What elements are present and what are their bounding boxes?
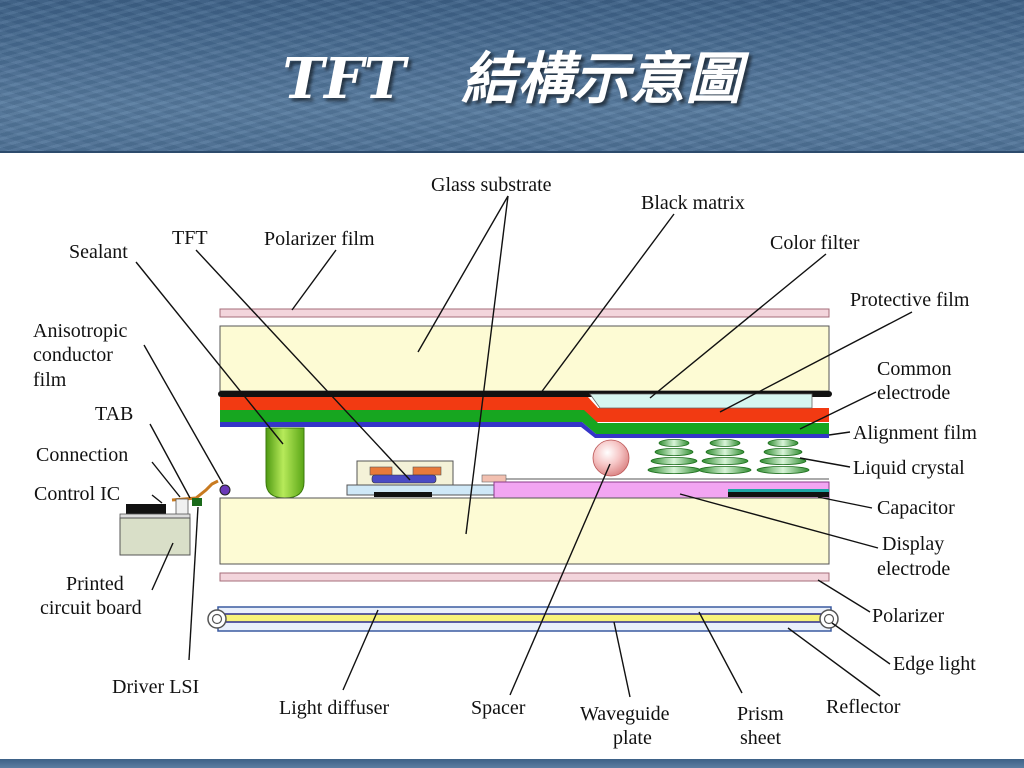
label-capacitor: Capacitor xyxy=(877,497,955,519)
capacitor-block xyxy=(728,490,829,497)
label-driver-lsi: Driver LSI xyxy=(112,676,199,698)
label-display-electrode-2: electrode xyxy=(877,558,950,580)
label-liquid-crystal: Liquid crystal xyxy=(853,457,965,479)
liquid-crystal-molecule xyxy=(756,465,810,474)
label-display-electrode-1: Display xyxy=(882,533,944,555)
label-connection: Connection xyxy=(36,444,128,466)
label-light-diffuser: Light diffuser xyxy=(279,697,390,719)
label-edge-light: Edge light xyxy=(893,653,976,675)
label-common-electrode-1: Common xyxy=(877,358,951,380)
label-waveguide-plate-2: plate xyxy=(613,727,652,749)
tab-strip xyxy=(171,479,219,502)
liquid-crystal-stack xyxy=(698,438,752,474)
label-anisotropic-1: Anisotropic xyxy=(33,320,128,342)
label-protective-film: Protective film xyxy=(850,289,970,311)
label-prism-sheet-1: Prism xyxy=(737,703,784,725)
label-prism-sheet-2: sheet xyxy=(740,727,782,749)
anisotropic-conductor-dot xyxy=(219,484,231,496)
liquid-crystal-molecule xyxy=(759,456,807,465)
liquid-crystal-molecule xyxy=(658,438,690,447)
label-spacer: Spacer xyxy=(471,697,526,719)
label-reflector: Reflector xyxy=(826,696,901,718)
upper-glass-substrate xyxy=(219,325,830,392)
label-anisotropic-2: conductor xyxy=(33,344,113,366)
edge-light-left-inner xyxy=(211,613,223,625)
label-polarizer-film: Polarizer film xyxy=(264,228,375,250)
liquid-crystal-molecule xyxy=(701,456,749,465)
title-bar xyxy=(0,0,1024,152)
label-sealant: Sealant xyxy=(69,241,128,263)
label-printed-circuit-board-2: circuit board xyxy=(40,597,142,619)
capacitor-top xyxy=(728,489,829,492)
control-board-top xyxy=(119,513,191,519)
lower-glass-substrate xyxy=(219,497,830,565)
label-printed-circuit-board-1: Printed xyxy=(66,573,124,595)
alignment-film-layer xyxy=(220,422,829,438)
label-alignment-film: Alignment film xyxy=(853,422,977,444)
control-ic-chip xyxy=(126,504,166,514)
tft-drain-contact xyxy=(412,466,442,476)
title-divider xyxy=(0,151,1024,153)
label-control-ic: Control IC xyxy=(34,483,120,505)
tft-connector-pad xyxy=(481,474,507,483)
liquid-crystal-molecule xyxy=(647,465,701,474)
liquid-crystal-stacks xyxy=(647,438,810,474)
label-common-electrode-2: electrode xyxy=(877,382,950,404)
label-anisotropic-3: film xyxy=(33,369,67,391)
tft-source-contact xyxy=(369,466,393,476)
printed-circuit-board-block xyxy=(119,517,191,556)
liquid-crystal-molecule xyxy=(709,438,741,447)
tft-gate xyxy=(374,492,432,497)
label-tab: TAB xyxy=(95,403,133,425)
spacer-ball xyxy=(592,439,630,477)
label-color-filter: Color filter xyxy=(770,232,860,254)
top-polarizer-film xyxy=(219,308,830,318)
slide-title: TFT 結構示意圖 xyxy=(282,46,742,112)
liquid-crystal-stack xyxy=(647,438,701,474)
liquid-crystal-stack xyxy=(756,438,810,474)
liquid-crystal-molecule xyxy=(650,456,698,465)
liquid-crystal-molecule xyxy=(763,447,803,456)
liquid-crystal-molecule xyxy=(698,465,752,474)
label-tft: TFT xyxy=(172,227,208,249)
protective-film-block xyxy=(589,393,813,409)
label-waveguide-plate-1: Waveguide xyxy=(580,703,670,725)
label-glass-substrate: Glass substrate xyxy=(431,174,552,196)
bottom-bar xyxy=(0,759,1024,768)
liquid-crystal-molecule xyxy=(654,447,694,456)
driver-lsi-chip xyxy=(192,498,202,506)
label-polarizer: Polarizer xyxy=(872,605,945,627)
light-guide-yellow xyxy=(219,613,830,623)
tab-connection-block xyxy=(175,498,189,517)
liquid-crystal-molecule xyxy=(705,447,745,456)
lower-polarizer xyxy=(219,572,830,582)
tft-channel xyxy=(371,474,437,484)
sealant-pillar xyxy=(265,427,305,499)
leader-lines xyxy=(135,195,913,698)
label-black-matrix: Black matrix xyxy=(641,192,745,214)
liquid-crystal-molecule xyxy=(767,438,799,447)
edge-light-right-inner xyxy=(823,613,835,625)
